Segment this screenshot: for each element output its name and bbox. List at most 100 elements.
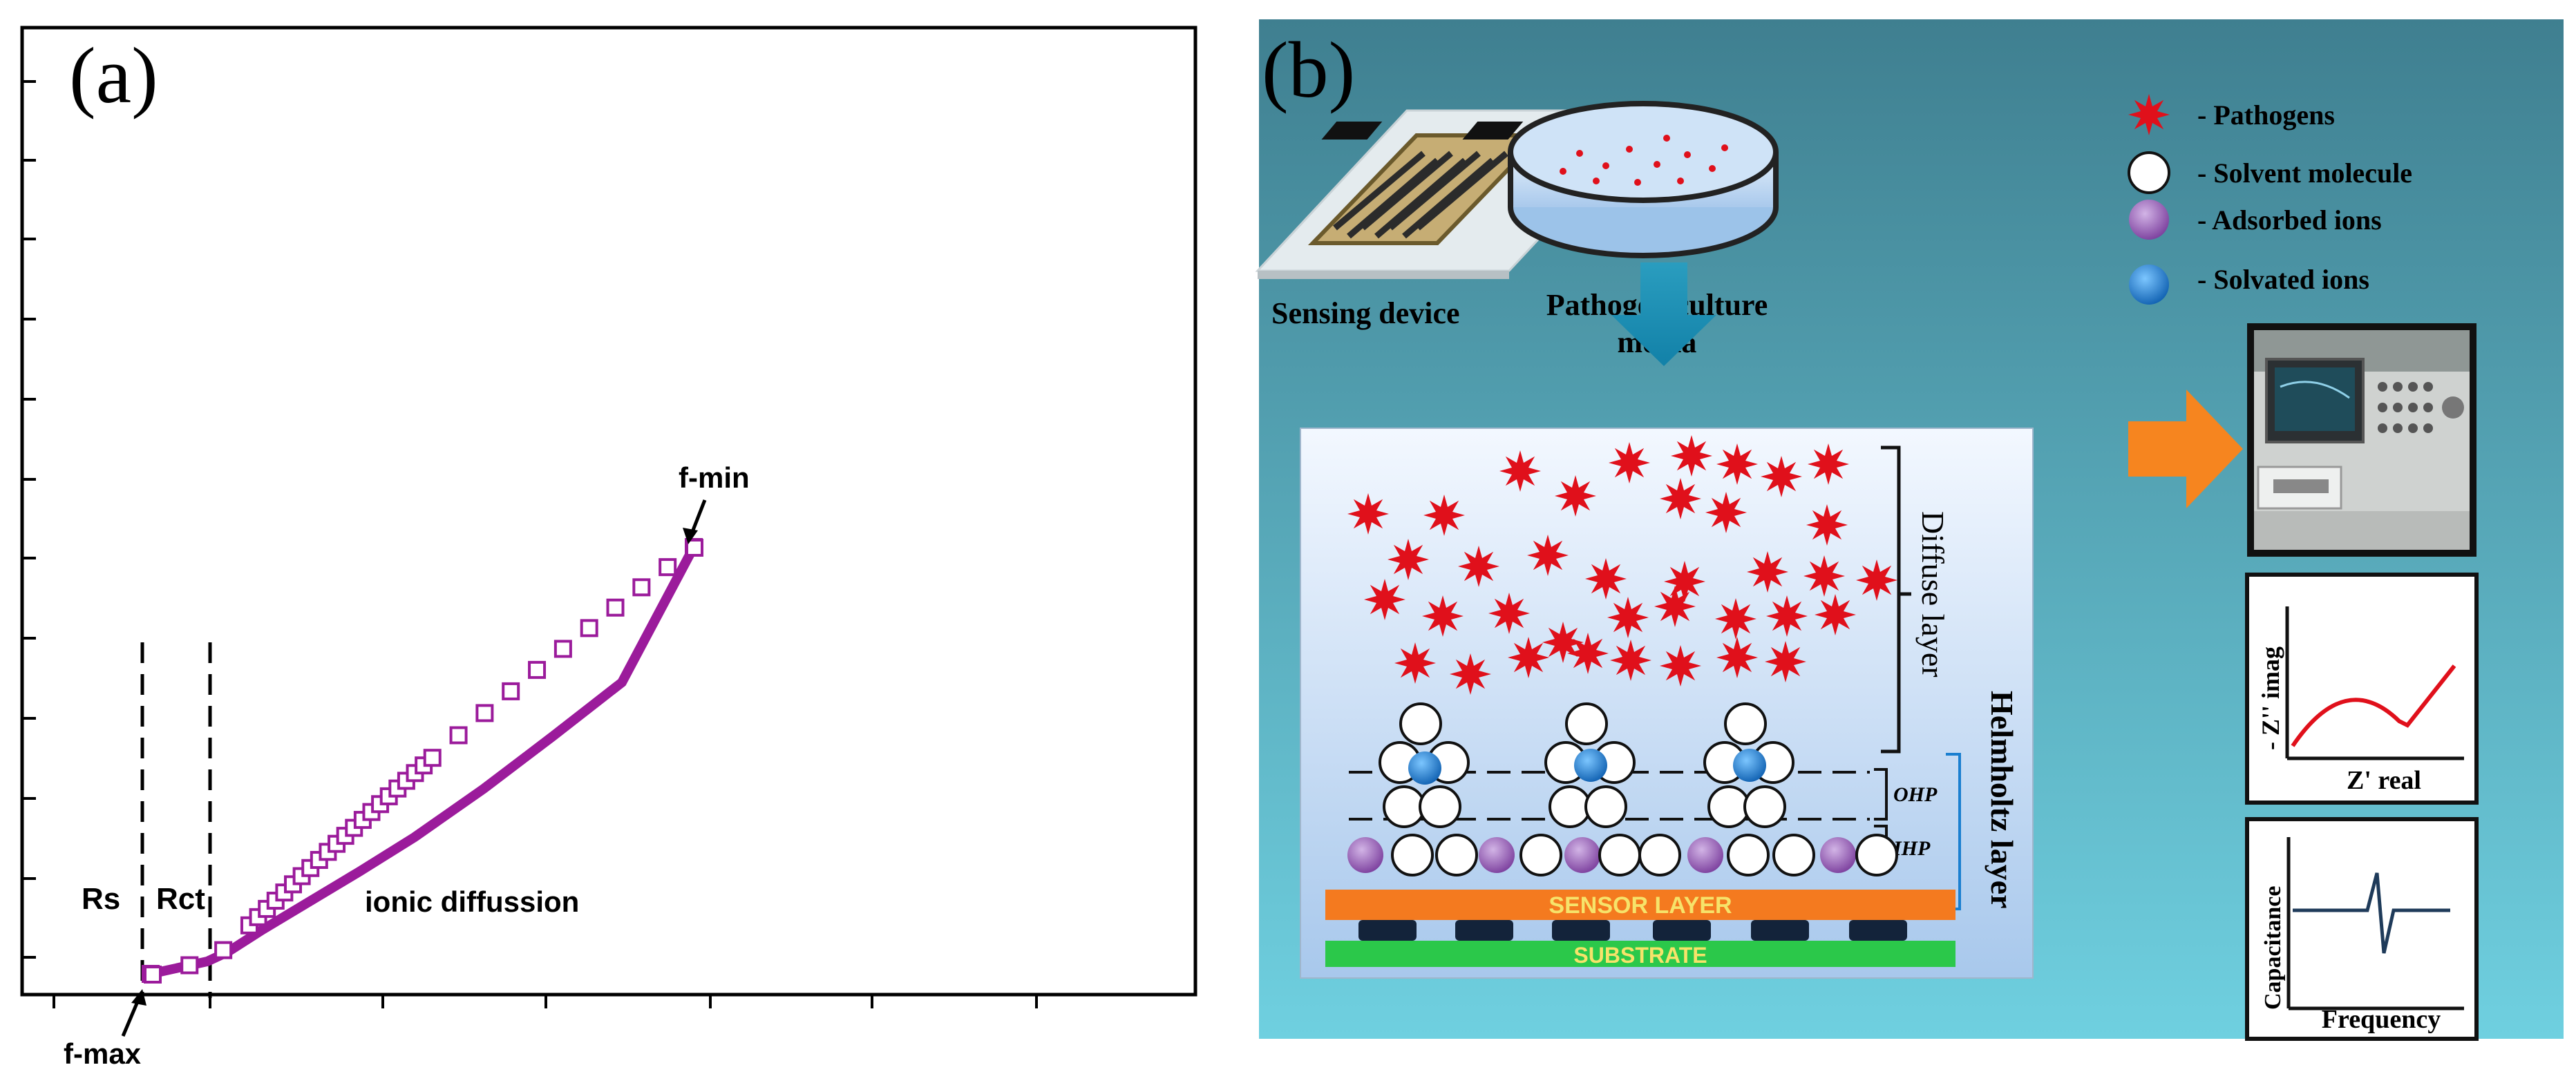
pathogen-star	[1856, 559, 1897, 601]
pathogen-star	[1394, 642, 1436, 684]
pathogen-star	[1715, 598, 1756, 640]
pathogen-star	[1609, 442, 1650, 483]
panel-b-label: (b)	[1262, 26, 1355, 115]
data-marker	[449, 726, 468, 745]
legend-adsorbed: - Adsorbed ions	[2197, 204, 2382, 236]
pathogen-star	[1806, 504, 1848, 546]
fmax-marker	[144, 966, 162, 984]
pathogen-star	[1422, 595, 1464, 637]
sensing-device-label: Sensing device	[1271, 296, 1460, 330]
solvent-molecule	[1435, 834, 1478, 876]
substrate-label: SUBSTRATE	[1573, 943, 1707, 968]
pathogen-star	[1766, 595, 1808, 637]
sensor-layer	[1325, 890, 1955, 920]
pathogen-star	[1458, 546, 1499, 587]
solvent-molecule	[1519, 834, 1562, 876]
data-marker	[502, 682, 520, 700]
electrode-blocks	[1358, 920, 1907, 941]
pathogen-star	[1660, 478, 1701, 519]
data-marker	[553, 640, 572, 658]
diffuse-layer-label: Diffuse layer	[1915, 511, 1951, 678]
sensor-layer-label: SENSOR LAYER	[1549, 892, 1732, 919]
pathogen-star	[1607, 597, 1649, 638]
pathogen-star	[1803, 555, 1845, 597]
pathogen-star	[1815, 594, 1856, 635]
pathogen-star	[1808, 443, 1849, 485]
pathogen-star	[1364, 579, 1405, 620]
data-marker	[659, 558, 677, 577]
pathogen-star	[1716, 637, 1758, 678]
data-marker	[580, 619, 598, 638]
ihp-label: IHP	[1893, 837, 1931, 860]
substrate-layer	[1325, 941, 1955, 967]
pathogen-star	[1660, 645, 1701, 687]
data-marker	[632, 578, 651, 597]
data-marker	[423, 749, 442, 767]
capacitance-curve	[2293, 872, 2450, 954]
ohp-label: OHP	[1893, 783, 1938, 806]
solvent-molecule	[1707, 785, 1750, 828]
fmin-label: f-min	[679, 461, 750, 494]
diffusion-label: ionic diffussion	[365, 885, 579, 918]
data-marker	[528, 660, 547, 679]
pathogen-star	[1527, 535, 1569, 576]
data-marker	[606, 598, 625, 617]
legend-solvated: - Solvated ions	[2197, 264, 2369, 295]
adsorbed-ion	[1820, 837, 1856, 873]
pathogen-star	[1671, 435, 1712, 477]
solvent-molecule	[1391, 834, 1434, 876]
impedance-analyzer-photo	[2247, 323, 2476, 557]
solvated-ion	[1574, 749, 1607, 782]
fmin-marker	[685, 539, 703, 557]
pathogen-star	[1747, 551, 1788, 593]
nyquist-ylabel: - Z'' imag	[2257, 646, 2284, 750]
solvent-molecule	[1724, 702, 1767, 745]
pathogen-star	[1654, 586, 1696, 627]
diffuse-bracket	[1881, 445, 1901, 754]
solvated-ion	[1733, 749, 1766, 782]
solvent-molecule	[1399, 702, 1442, 745]
nyquist-plot-box: - Z'' imag Z' real	[2245, 573, 2479, 805]
solvent-molecule	[1584, 785, 1627, 828]
capacitance-plot-box: Capacitance Frequency	[2245, 817, 2479, 1041]
adsorbed-ion	[1687, 837, 1723, 873]
pathogen-star	[1716, 443, 1758, 485]
fmin-arrowhead	[683, 528, 698, 544]
plot-frame	[20, 26, 1197, 997]
nyquist-curve	[2291, 664, 2456, 747]
pathogens-group	[1347, 435, 1897, 695]
solvent-molecule	[1383, 785, 1426, 828]
pathogen-star	[1388, 539, 1429, 580]
pathogen-star	[1555, 475, 1596, 517]
adsorbed-ion	[1347, 837, 1383, 873]
capacitance-xlabel: Frequency	[2322, 1005, 2441, 1034]
nyquist-xlabel: Z' real	[2347, 766, 2421, 795]
ohp-bracket	[1874, 768, 1888, 821]
solvent-molecule	[1743, 785, 1786, 828]
pathogen-star	[1761, 456, 1802, 497]
panel-b: (b) Sensing device	[1255, 19, 2564, 1041]
pathogen-star	[1499, 450, 1541, 492]
pathogen-star	[1508, 637, 1549, 678]
legend-pathogens: - Pathogens	[2197, 99, 2335, 131]
adsorbed-ion	[1564, 837, 1600, 873]
right-arrow-icon	[2128, 390, 2243, 508]
pathogen-star	[1585, 558, 1627, 600]
pathogen-star	[1347, 493, 1389, 535]
fmax-label: f-max	[64, 1037, 142, 1070]
ion-clusters	[1347, 702, 1898, 876]
solvent-molecule	[1419, 785, 1461, 828]
panel-a: (a) Rs Rct ionic diffussion f-min f-max	[20, 26, 1197, 1070]
helmholtz-layer-label: Helmholtz layer	[1985, 691, 2020, 909]
data-marker	[214, 941, 233, 959]
petri-dish-icon	[1508, 101, 1779, 258]
axis-ticks	[22, 80, 1038, 1008]
data-marker	[475, 704, 494, 722]
down-arrow-icon	[1611, 262, 1716, 366]
pathogen-star	[1488, 593, 1530, 634]
solvent-molecule	[1565, 702, 1608, 745]
data-marker	[180, 956, 199, 975]
pathogen-star	[1705, 492, 1747, 533]
pathogen-star	[1450, 653, 1491, 695]
